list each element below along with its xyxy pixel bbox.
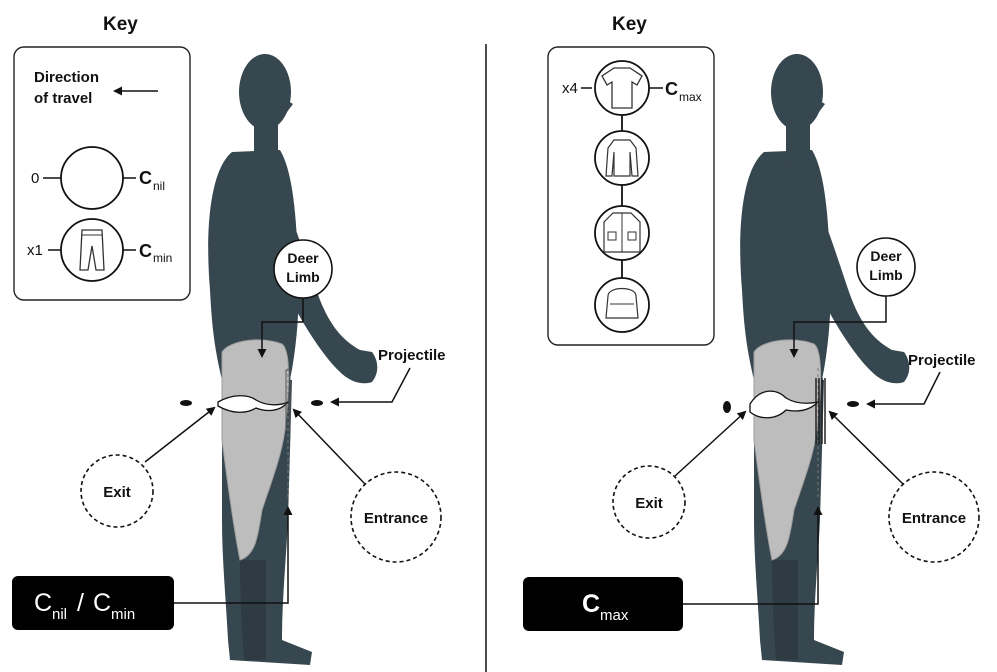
cnil-empty-circle	[61, 147, 123, 209]
cmax-key-sub: max	[679, 90, 702, 104]
condition-b-left: C	[93, 589, 111, 617]
deer-limb-line1-right: Deer	[870, 248, 902, 264]
exit-label-left: Exit	[103, 484, 131, 501]
direction-label-line2: of travel	[34, 90, 92, 107]
cnil-key-label: C	[139, 168, 152, 188]
condition-sep-left: /	[77, 589, 84, 617]
condition-a-sub-left: nil	[52, 606, 67, 623]
exit-label-right: Exit	[635, 495, 663, 512]
cmin-circle	[61, 219, 123, 281]
cmin-key-label: C	[139, 241, 152, 261]
condition-a-left: C	[34, 589, 52, 617]
direction-label-line1: Direction	[34, 69, 99, 86]
right-key-title: Key	[612, 14, 647, 35]
cmin-count: x1	[27, 242, 43, 259]
cmax-count: x4	[562, 80, 578, 97]
left-key-title: Key	[103, 14, 138, 35]
left-panel: Key Direction of travel 0 C nil x1 C min…	[12, 14, 446, 665]
cnil-count: 0	[31, 170, 39, 187]
projectile-exit-right	[723, 401, 731, 413]
entrance-label-left: Entrance	[364, 510, 428, 527]
projectile-label-right: Projectile	[908, 352, 976, 369]
projectile-exit-left	[180, 400, 192, 406]
deer-limb-line2-right: Limb	[869, 267, 902, 283]
projectile-incoming-left	[311, 400, 323, 406]
projectile-label-left: Projectile	[378, 347, 446, 364]
cmin-key-sub: min	[153, 251, 172, 265]
deer-limb-line2-left: Limb	[286, 269, 319, 285]
cmax-key-label: C	[665, 79, 678, 99]
right-panel: Key x4 C max	[523, 14, 979, 665]
condition-b-sub-left: min	[111, 606, 135, 623]
deer-limb-line1-left: Deer	[287, 250, 319, 266]
entrance-label-right: Entrance	[902, 510, 966, 527]
cnil-key-sub: nil	[153, 179, 165, 193]
condition-right: C	[582, 590, 600, 618]
condition-sub-right: max	[600, 607, 629, 624]
projectile-incoming-right	[847, 401, 859, 407]
